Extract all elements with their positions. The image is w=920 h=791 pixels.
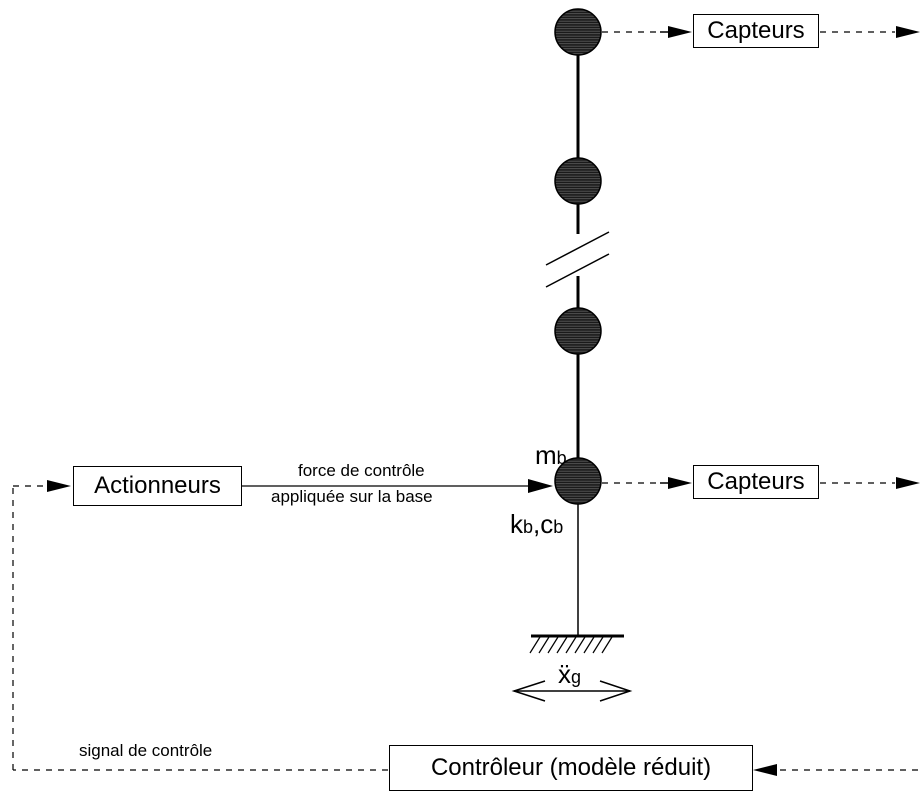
mass-symbol: m bbox=[535, 440, 557, 470]
mass-label: mb bbox=[535, 440, 567, 471]
mass-node-2 bbox=[554, 157, 602, 205]
stiffness-subscript: b bbox=[523, 517, 534, 537]
ground-hatch bbox=[529, 636, 613, 654]
damping-symbol: c bbox=[540, 509, 554, 539]
base-sensor-out-arrowhead bbox=[896, 477, 920, 489]
ground-accel-subscript: g bbox=[571, 667, 582, 687]
mass-node-base bbox=[554, 457, 602, 505]
mass-node-top bbox=[554, 8, 602, 56]
mass-node-3 bbox=[554, 307, 602, 355]
top-sensor-arrowhead bbox=[668, 26, 692, 38]
ground-accel-symbol: ẍ bbox=[558, 659, 571, 689]
sensor-top-box: Capteurs bbox=[693, 14, 819, 48]
break-mark-1 bbox=[545, 231, 610, 266]
actuator-box: Actionneurs bbox=[73, 466, 242, 506]
base-sensor-arrowhead bbox=[668, 477, 692, 489]
ground-acceleration-label: ẍg bbox=[558, 659, 581, 690]
ground-motion-arrow bbox=[511, 680, 633, 702]
stiffness-symbol: k bbox=[510, 509, 523, 539]
stiffness-damping-label: kb,cb bbox=[510, 509, 563, 540]
controller-box: Contrôleur (modèle réduit) bbox=[389, 745, 753, 791]
actuator-input-arrowhead bbox=[47, 480, 71, 492]
sensor-base-box: Capteurs bbox=[693, 465, 819, 499]
damping-subscript: b bbox=[553, 517, 564, 537]
controller-input-arrowhead bbox=[753, 764, 777, 776]
control-force-label-line2: appliquée sur la base bbox=[271, 487, 433, 506]
top-sensor-out-arrowhead bbox=[896, 26, 920, 38]
control-force-label-line1: force de contrôle bbox=[298, 461, 425, 480]
mass-subscript: b bbox=[556, 448, 567, 468]
control-force-arrowhead bbox=[528, 479, 553, 493]
control-signal-label: signal de contrôle bbox=[79, 741, 213, 760]
break-mark-2 bbox=[545, 253, 610, 288]
separator-comma: , bbox=[533, 509, 541, 539]
